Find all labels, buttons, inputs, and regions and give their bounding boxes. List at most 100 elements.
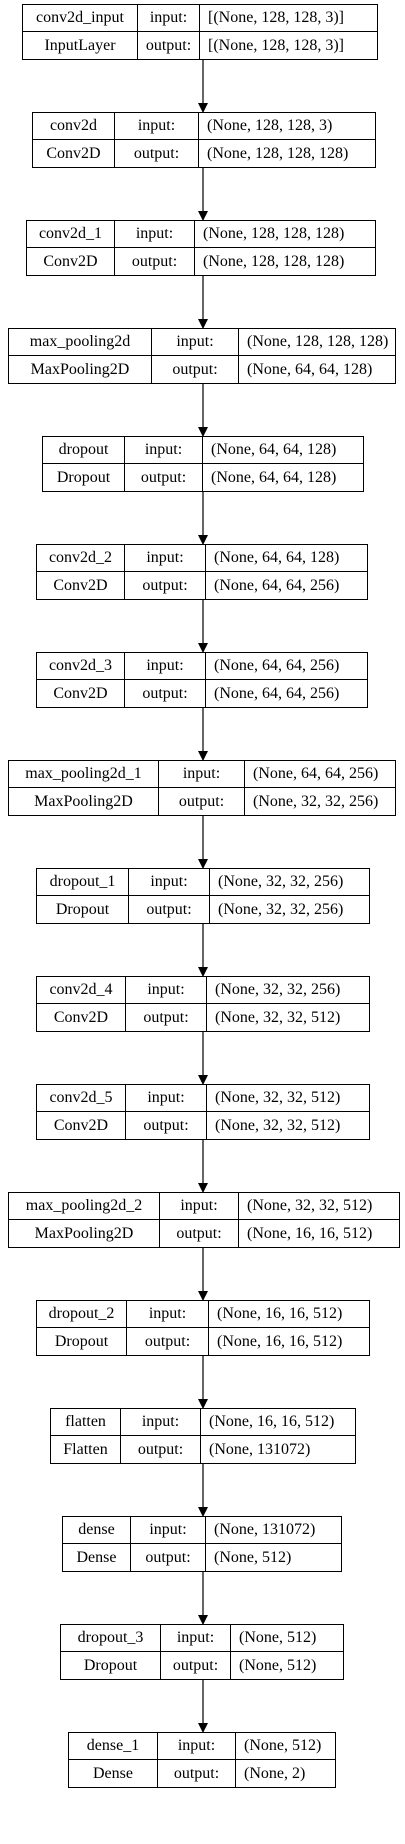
layer-type: Dropout bbox=[43, 464, 125, 491]
layer-type: Dropout bbox=[61, 1652, 161, 1679]
input-shape: (None, 16, 16, 512) bbox=[209, 1301, 369, 1328]
output-label: output: bbox=[121, 1436, 201, 1463]
layer-type: MaxPooling2D bbox=[9, 356, 152, 383]
input-shape: (None, 64, 64, 128) bbox=[206, 545, 367, 572]
layer-type: Dropout bbox=[37, 1328, 127, 1355]
layer-type: Flatten bbox=[51, 1436, 121, 1463]
layer-name: conv2d_input bbox=[23, 5, 138, 32]
layer-name: dense_1 bbox=[69, 1733, 158, 1760]
input-label: input: bbox=[125, 437, 203, 464]
input-label: input: bbox=[131, 1517, 206, 1544]
input-label: input: bbox=[125, 653, 206, 680]
input-label: input: bbox=[158, 1733, 236, 1760]
layer-name: dropout bbox=[43, 437, 125, 464]
input-label: input: bbox=[115, 113, 199, 140]
input-label: input: bbox=[152, 329, 239, 356]
layer-name: dropout_1 bbox=[37, 869, 129, 896]
layer-name: conv2d_5 bbox=[37, 1085, 126, 1112]
output-shape: (None, 16, 16, 512) bbox=[217, 1332, 343, 1350]
input-shape: (None, 512) bbox=[236, 1733, 335, 1760]
input-label: input: bbox=[138, 5, 200, 32]
output-shape: (None, 32, 32, 512) bbox=[215, 1008, 341, 1026]
input-label: input: bbox=[159, 761, 245, 788]
layer-type: Conv2D bbox=[37, 1112, 126, 1139]
input-shape: (None, 128, 128, 128) bbox=[195, 221, 375, 248]
output-label: output: bbox=[126, 1004, 207, 1031]
layer-type: Conv2D bbox=[37, 1004, 126, 1031]
input-label: input: bbox=[129, 869, 210, 896]
layer-name: dense bbox=[63, 1517, 131, 1544]
layer-name: conv2d_1 bbox=[27, 221, 115, 248]
input-shape: (None, 32, 32, 256) bbox=[207, 977, 369, 1004]
layer-type: Conv2D bbox=[27, 248, 115, 275]
input-shape: (None, 131072) bbox=[206, 1517, 341, 1544]
output-shape: (None, 64, 64, 128) bbox=[247, 360, 373, 378]
output-label: output: bbox=[125, 464, 203, 491]
output-shape: (None, 2) bbox=[244, 1764, 306, 1782]
output-shape: (None, 64, 64, 256) bbox=[214, 684, 340, 702]
layer-type: Conv2D bbox=[37, 572, 125, 599]
layer-type: Dense bbox=[69, 1760, 158, 1787]
output-label: output: bbox=[125, 680, 206, 707]
layer-type: Conv2D bbox=[33, 140, 115, 167]
layer-type: MaxPooling2D bbox=[9, 788, 159, 815]
output-shape: (None, 32, 32, 512) bbox=[215, 1116, 341, 1134]
input-shape: [(None, 128, 128, 3)] bbox=[200, 5, 377, 32]
input-label: input: bbox=[125, 545, 206, 572]
input-label: input: bbox=[121, 1409, 201, 1436]
output-label: output: bbox=[160, 1220, 239, 1247]
output-label: output: bbox=[127, 1328, 209, 1355]
input-shape: (None, 16, 16, 512) bbox=[201, 1409, 355, 1436]
layer-type: Dense bbox=[63, 1544, 131, 1571]
output-shape: (None, 16, 16, 512) bbox=[247, 1224, 373, 1242]
input-shape: (None, 32, 32, 256) bbox=[210, 869, 369, 896]
layer-type: Dropout bbox=[37, 896, 129, 923]
output-shape: (None, 512) bbox=[214, 1548, 292, 1566]
output-label: output: bbox=[161, 1652, 231, 1679]
input-shape: (None, 32, 32, 512) bbox=[239, 1193, 399, 1220]
input-label: input: bbox=[126, 977, 207, 1004]
output-label: output: bbox=[126, 1112, 207, 1139]
output-label: output: bbox=[158, 1760, 236, 1787]
output-shape: [(None, 128, 128, 3)] bbox=[208, 36, 344, 54]
output-label: output: bbox=[115, 140, 199, 167]
input-label: input: bbox=[126, 1085, 207, 1112]
output-shape: (None, 512) bbox=[239, 1656, 317, 1674]
output-label: output: bbox=[115, 248, 195, 275]
output-shape: (None, 131072) bbox=[209, 1440, 311, 1458]
input-shape: (None, 64, 64, 256) bbox=[245, 761, 395, 788]
input-shape: (None, 128, 128, 128) bbox=[239, 329, 395, 356]
layer-name: max_pooling2d_2 bbox=[9, 1193, 160, 1220]
output-label: output: bbox=[125, 572, 206, 599]
layer-type: MaxPooling2D bbox=[9, 1220, 160, 1247]
layer-name: dropout_3 bbox=[61, 1625, 161, 1652]
output-shape: (None, 64, 64, 256) bbox=[214, 576, 340, 594]
layer-name: conv2d_3 bbox=[37, 653, 125, 680]
input-label: input: bbox=[127, 1301, 209, 1328]
output-label: output: bbox=[129, 896, 210, 923]
layer-type: Conv2D bbox=[37, 680, 125, 707]
output-label: output: bbox=[138, 32, 200, 59]
output-shape: (None, 32, 32, 256) bbox=[253, 792, 379, 810]
layer-name: max_pooling2d bbox=[9, 329, 152, 356]
input-label: input: bbox=[115, 221, 195, 248]
input-shape: (None, 64, 64, 128) bbox=[203, 437, 363, 464]
layer-name: conv2d_2 bbox=[37, 545, 125, 572]
